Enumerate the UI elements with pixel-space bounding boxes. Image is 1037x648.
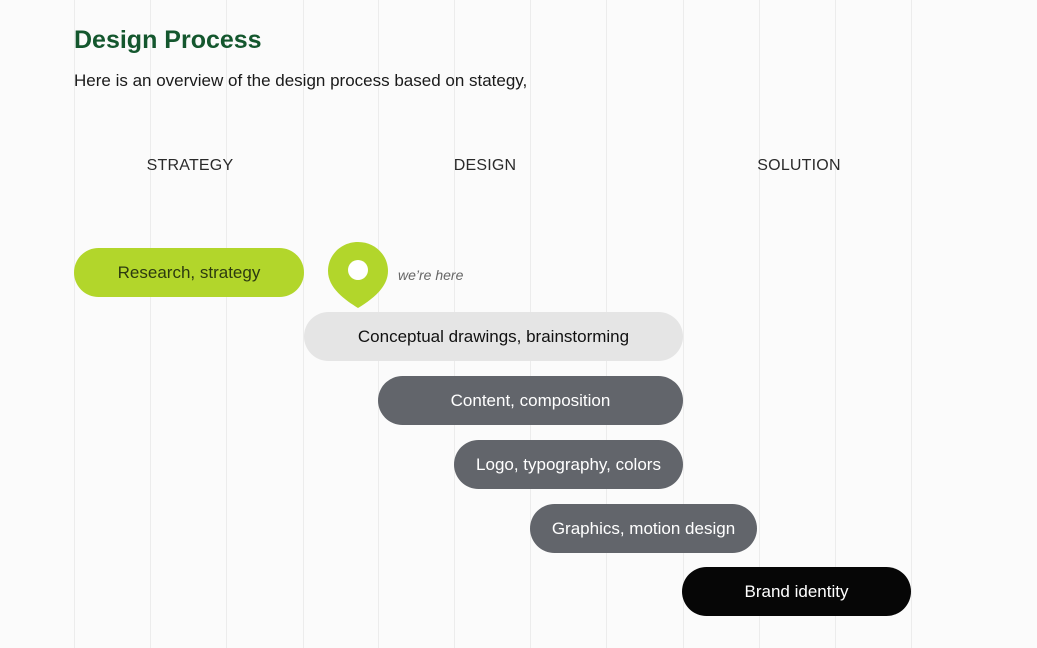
gridline: [835, 0, 836, 648]
phase-label-design: DESIGN: [453, 157, 517, 174]
location-pin-icon: [328, 242, 388, 308]
gridline: [683, 0, 684, 648]
gridline: [74, 0, 75, 648]
gridline: [226, 0, 227, 648]
step-conceptual-drawings[interactable]: Conceptual drawings, brainstorming: [304, 312, 683, 361]
step-content-composition[interactable]: Content, composition: [378, 376, 683, 425]
gridline: [303, 0, 304, 648]
gridline: [911, 0, 912, 648]
page-title: Design Process: [74, 26, 262, 54]
gridline: [150, 0, 151, 648]
current-position-label: we’re here: [398, 267, 464, 283]
step-brand-identity[interactable]: Brand identity: [682, 567, 911, 616]
step-graphics-motion-design[interactable]: Graphics, motion design: [530, 504, 757, 553]
page-subtitle: Here is an overview of the design proces…: [74, 71, 528, 90]
step-research-strategy[interactable]: Research, strategy: [74, 248, 304, 297]
gridline: [759, 0, 760, 648]
step-logo-typography-colors[interactable]: Logo, typography, colors: [454, 440, 683, 489]
phase-label-solution: SOLUTION: [757, 157, 841, 174]
phase-label-strategy: STRATEGY: [146, 157, 234, 174]
